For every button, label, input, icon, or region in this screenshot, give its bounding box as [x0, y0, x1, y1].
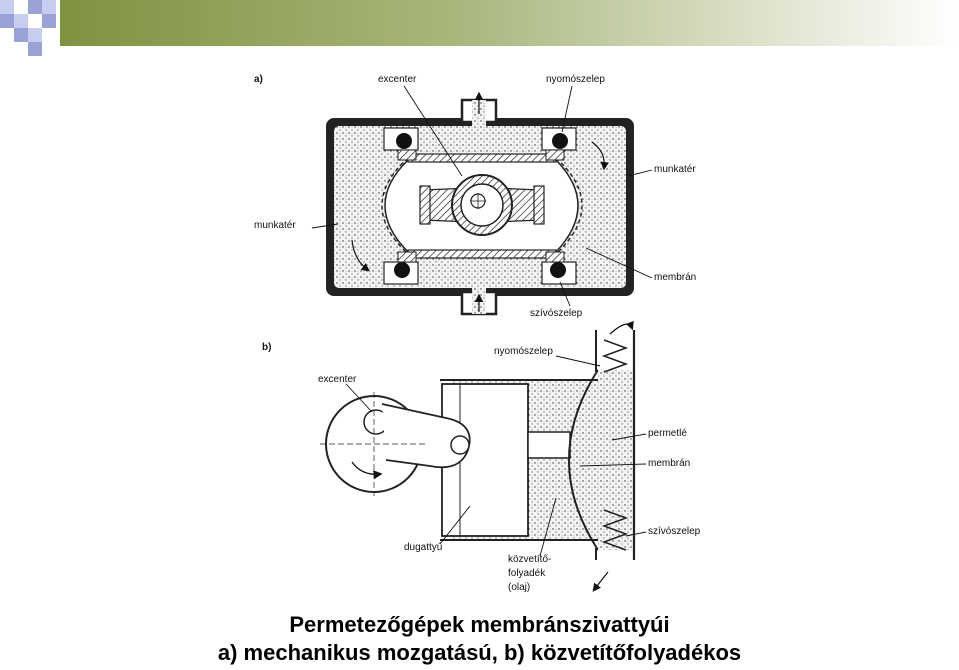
membrane-right-a	[555, 157, 583, 255]
spray-liquid-chamber-b	[598, 370, 634, 550]
membrane-pump-diagrams: a)	[254, 74, 701, 593]
panel-label-a: a)	[254, 74, 263, 85]
membran-label-b: membrán	[648, 458, 690, 469]
nyomoszelep-label-a: nyomószelep	[546, 74, 605, 85]
munkater-right-label-a: munkatér	[654, 164, 696, 175]
caption-subtitle: a) mechanikus mozgatású, b) közvetítőfol…	[217, 640, 742, 665]
diagram-a: a)	[254, 74, 696, 319]
membran-label-a: membrán	[654, 272, 696, 283]
diagram-b: b) nyomósz	[262, 320, 701, 593]
piston-rod-b	[527, 431, 571, 459]
header-band	[60, 0, 959, 46]
membrane-left-a	[381, 157, 409, 255]
valve-balls-a	[383, 127, 577, 285]
fluid-label-line3-b: (olaj)	[508, 582, 530, 593]
suction-valve-spring-b	[601, 509, 629, 551]
excenter-label-b: excenter	[318, 374, 357, 385]
munkater-left-label-a: munkatér	[254, 220, 296, 231]
permetle-label-b: permetlé	[648, 428, 687, 439]
dugattyu-label-b: dugattyú	[404, 542, 442, 553]
nyomoszelep-label-b: nyomószelep	[494, 346, 553, 357]
corner-decoration	[0, 0, 56, 56]
pressure-valve-spring-b	[601, 339, 629, 373]
caption-title: Permetezőgépek membránszivattyúi	[289, 612, 670, 637]
excenter-label-a: excenter	[378, 74, 417, 85]
membrane-b	[568, 369, 599, 551]
panel-label-b: b)	[262, 342, 271, 353]
fluid-label-line2-b: folyadék	[508, 568, 546, 579]
szivoszelep-label-a: szívószelep	[530, 308, 583, 319]
szivoszelep-label-b: szívószelep	[648, 526, 701, 537]
fluid-label-line1-b: közvetítő-	[508, 554, 551, 565]
